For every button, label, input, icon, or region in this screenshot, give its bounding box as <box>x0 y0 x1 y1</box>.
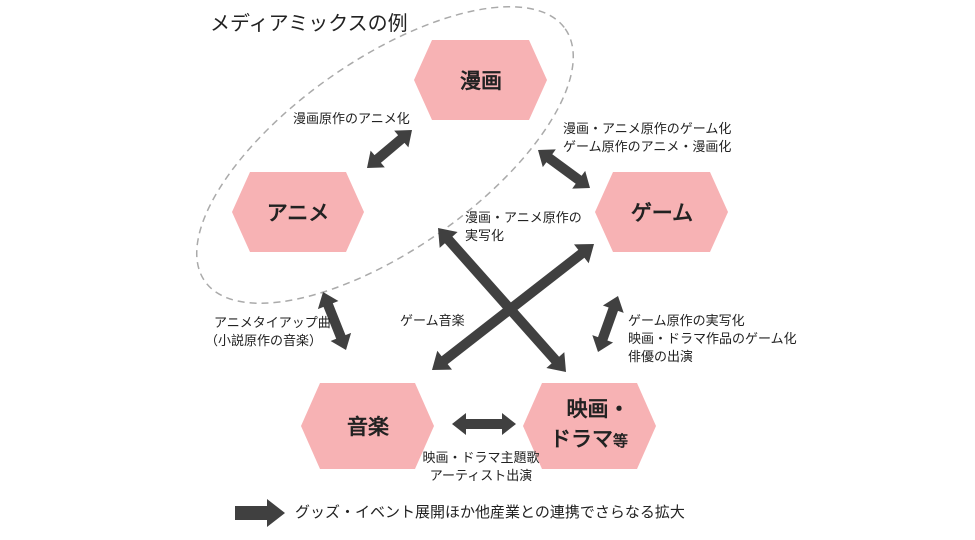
label-live-action-2: 実写化 <box>465 228 504 244</box>
node-film-label-suffix: 等 <box>613 432 628 450</box>
node-anime-label: アニメ <box>267 201 330 225</box>
arrow-music-film <box>452 413 516 435</box>
manga-anime-group-outline <box>195 5 575 305</box>
label-game-music: ゲーム音楽 <box>400 313 465 329</box>
label-music-film-1: 映画・ドラマ主題歌 <box>422 451 539 466</box>
node-manga-label: 漫画 <box>460 69 502 93</box>
node-game-label: ゲーム <box>631 201 693 225</box>
label-game-film-2: 映画・ドラマ作品のゲーム化 <box>628 332 797 347</box>
node-film-label-line1: 映画・ <box>567 397 630 421</box>
label-manga-game-2: ゲーム原作のアニメ・漫画化 <box>563 140 731 155</box>
arrow-game-film <box>592 296 624 352</box>
node-music <box>301 383 434 469</box>
label-live-action-1: 漫画・アニメ原作の <box>465 211 582 226</box>
arrow-game-music <box>432 244 594 370</box>
label-anime-music-2: （小説原作の音楽） <box>205 333 322 349</box>
arrow-anime-music <box>317 292 352 350</box>
node-film <box>523 383 656 469</box>
label-music-film-2: アーティスト出演 <box>430 468 532 484</box>
label-anime-music-1: アニメタイアップ曲 <box>214 316 331 331</box>
arrow-live-action <box>438 228 566 372</box>
node-anime <box>232 172 364 252</box>
legend-label: グッズ・イベント展開ほか他産業との連携でさらなる拡大 <box>295 503 685 521</box>
diagram-title: メディアミックスの例 <box>210 11 408 35</box>
node-game <box>595 172 728 252</box>
label-manga-anime: 漫画原作のアニメ化 <box>293 112 410 127</box>
relation-arrows <box>235 130 624 527</box>
node-manga <box>414 40 547 120</box>
label-game-film-1: ゲーム原作の実写化 <box>628 313 745 329</box>
node-film-label-line2: ドラマ等 <box>550 427 628 451</box>
node-film-label-main: ドラマ <box>550 427 613 451</box>
node-music-label: 音楽 <box>347 415 390 439</box>
legend-arrow-icon <box>235 499 285 527</box>
arrow-manga-anime <box>367 130 412 168</box>
arrow-manga-game <box>538 149 590 189</box>
label-manga-game-1: 漫画・アニメ原作のゲーム化 <box>563 122 731 137</box>
label-game-film-3: 俳優の出演 <box>628 349 693 365</box>
